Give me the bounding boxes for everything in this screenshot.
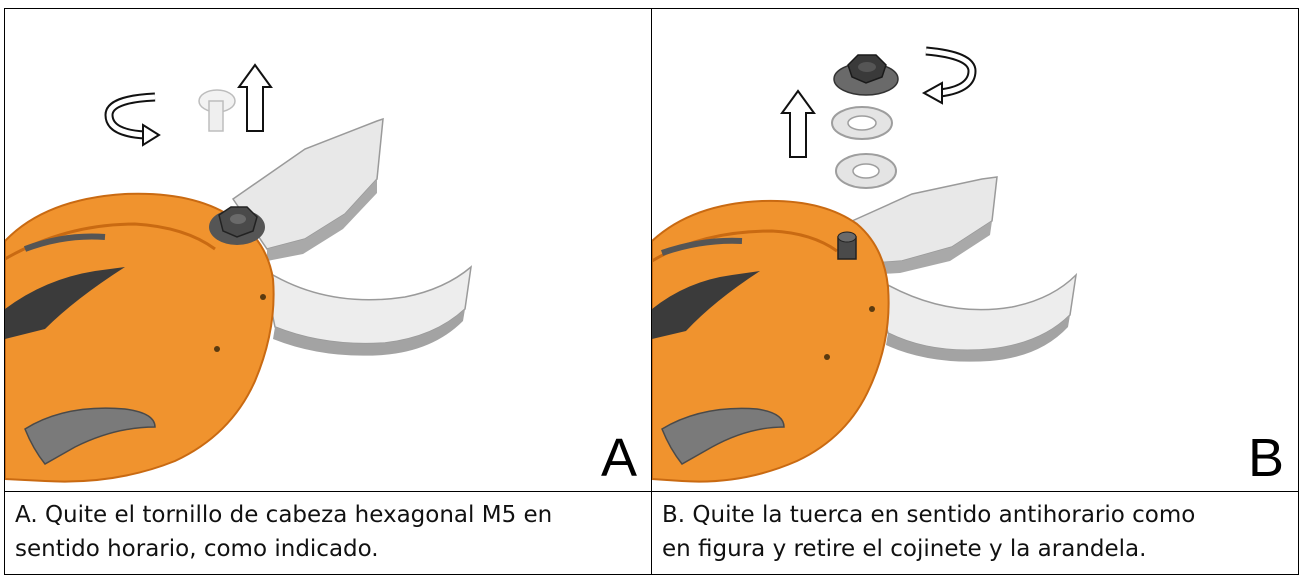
pruner-illustration-b [652,46,1078,483]
panel-a-caption: A. Quite el tornillo de cabeza hexagonal… [15,498,641,566]
panel-b-caption: B. Quite la tuerca en sentido antihorari… [662,498,1288,566]
panel-b-caption-cell: B. Quite la tuerca en sentido antihorari… [651,491,1299,575]
caption-b-line-2: en figura y retire el cojinete y la aran… [662,536,1147,562]
blade-lower [872,272,1078,352]
rotate-counterclockwise-arrow [921,46,977,105]
hex-bolt [198,89,236,132]
panel-a-caption-cell: A. Quite el tornillo de cabeza hexagonal… [4,491,652,575]
hex-nut [833,54,899,96]
trigger [661,407,785,465]
blade-lower [261,265,473,345]
caption-b-line-1: B. Quite la tuerca en sentido antihorari… [662,502,1196,528]
caption-a-line-1: A. Quite el tornillo de cabeza hexagonal… [15,502,553,528]
pruner-body [5,192,275,483]
up-arrow [237,63,273,132]
caption-a-line-2: sentido horario, como indicado. [15,536,379,562]
panel-a-image-cell: A [4,8,652,492]
instruction-table: A [4,8,1299,575]
panel-letter-b: B [1247,428,1284,488]
rotate-clockwise-arrow [104,92,161,147]
up-arrow [780,89,816,158]
panel-b-image-cell: B [651,8,1299,492]
trigger [24,407,156,465]
bearing [831,106,893,140]
panel-letter-a: A [600,428,637,488]
pruner-illustration-a [5,63,473,483]
washer [835,153,897,189]
